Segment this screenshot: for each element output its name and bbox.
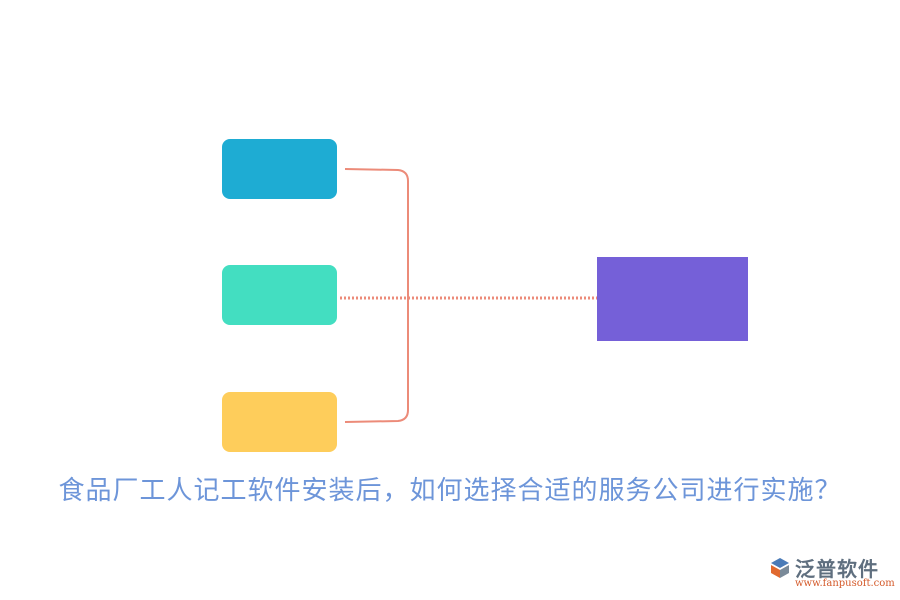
fanpu-logo-icon [771,558,789,578]
brand-logo: 泛普软件 www.fanpusoft.com [768,553,895,595]
node-box-top [222,139,337,199]
node-box-middle [222,265,337,325]
bracket-connector [344,168,409,423]
target-box [597,257,748,341]
brand-name: 泛普软件 [795,557,879,581]
node-box-bottom [222,392,337,452]
caption-title: 食品厂工人记工软件安装后，如何选择合适的服务公司进行实施？ [58,476,842,506]
brand-url: www.fanpusoft.com [795,578,895,589]
